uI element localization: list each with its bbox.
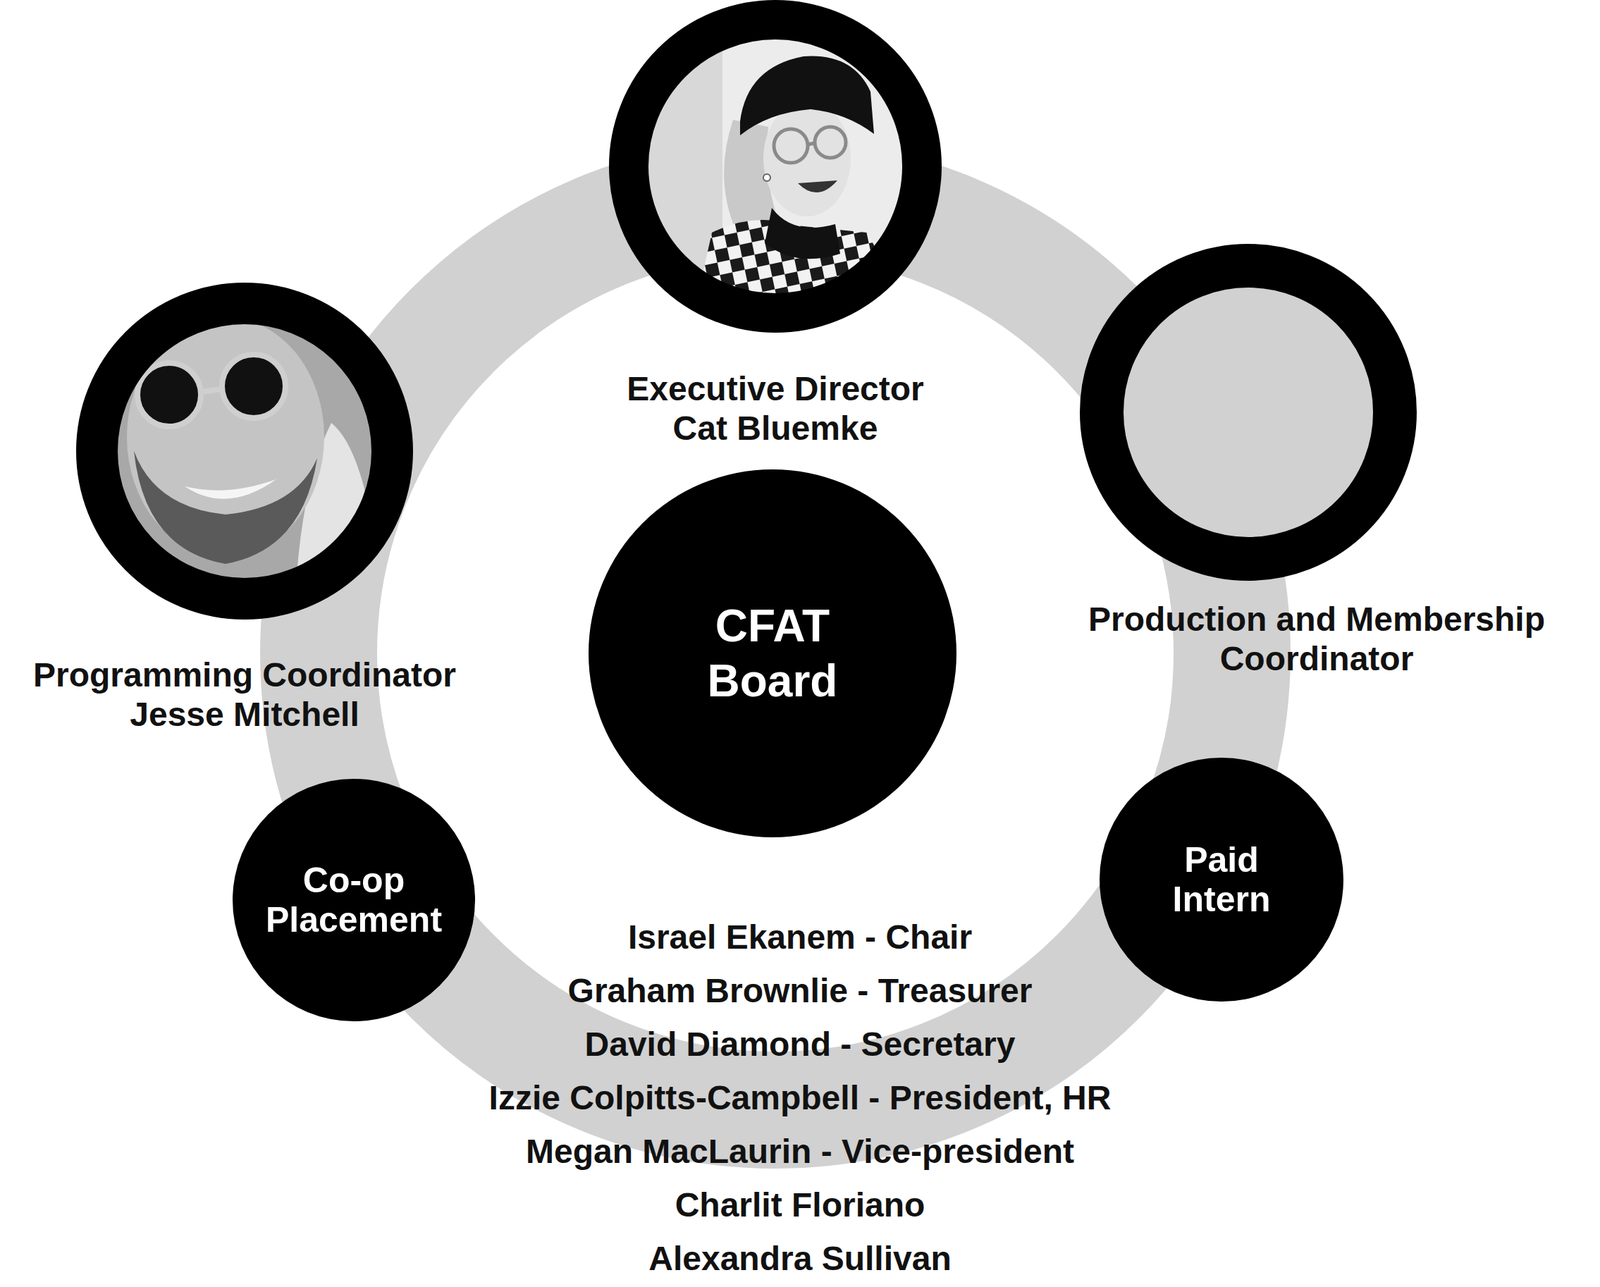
board-member: Charlit Floriano	[0, 1178, 1600, 1233]
photo-frame	[628, 19, 922, 313]
board-member: Israel Ekanem - Chair	[0, 910, 1600, 965]
circle-text: CFAT Board	[707, 598, 839, 709]
role-label: Executive DirectorCat Bluemke	[626, 369, 925, 449]
label-text: Cat Bluemke	[673, 408, 879, 449]
staff-circle: Production and Membership Coordinator	[1079, 243, 1417, 581]
circle-text: Co-op Placement	[265, 860, 442, 940]
board-member: Megan MacLaurin - Vice-president	[0, 1124, 1600, 1179]
staff-circle: Programming CoordinatorJesse Mitchell	[76, 282, 414, 620]
role-circle: Paid Intern	[1099, 757, 1344, 1002]
black-disc	[232, 778, 476, 1022]
label-text: Programming Coordinator	[33, 655, 457, 695]
role-label: Programming CoordinatorJesse Mitchell	[33, 655, 457, 735]
board-member: David Diamond - Secretary	[0, 1017, 1600, 1072]
label-text: Executive Director	[626, 369, 925, 409]
board-member: Alexandra Sullivan	[0, 1232, 1600, 1286]
circle-text: Paid Intern	[1172, 840, 1271, 920]
circle-title: Co-op Placement	[265, 860, 442, 940]
circle-outline	[588, 469, 957, 838]
role-circle: Co-op Placement	[232, 778, 476, 1022]
circle-title: Paid Intern	[1172, 840, 1271, 920]
board-member: Graham Brownlie - Treasurer	[0, 964, 1600, 1018]
empty-photo	[1123, 287, 1374, 538]
role-label: Production and Membership Coordinator	[1062, 599, 1571, 679]
circle-outline	[1079, 243, 1417, 581]
photo-frame	[1101, 265, 1395, 559]
role-circle: CFAT Board	[588, 469, 957, 838]
black-disc	[588, 469, 957, 838]
label-text: Jesse Mitchell	[129, 694, 360, 735]
photo-frame	[97, 303, 393, 600]
circle-outline	[608, 0, 942, 333]
label-text: Production and Membership Coordinator	[1062, 599, 1571, 679]
black-disc	[1099, 757, 1344, 1002]
staff-circle: Executive DirectorCat Bluemke	[608, 0, 942, 333]
circle-outline	[76, 282, 414, 620]
board-list: Israel Ekanem - ChairGraham Brownlie - T…	[0, 910, 1600, 1286]
board-member: Izzie Colpitts-Campbell - President, HR	[0, 1071, 1600, 1125]
circle-title: CFAT Board	[707, 598, 839, 709]
